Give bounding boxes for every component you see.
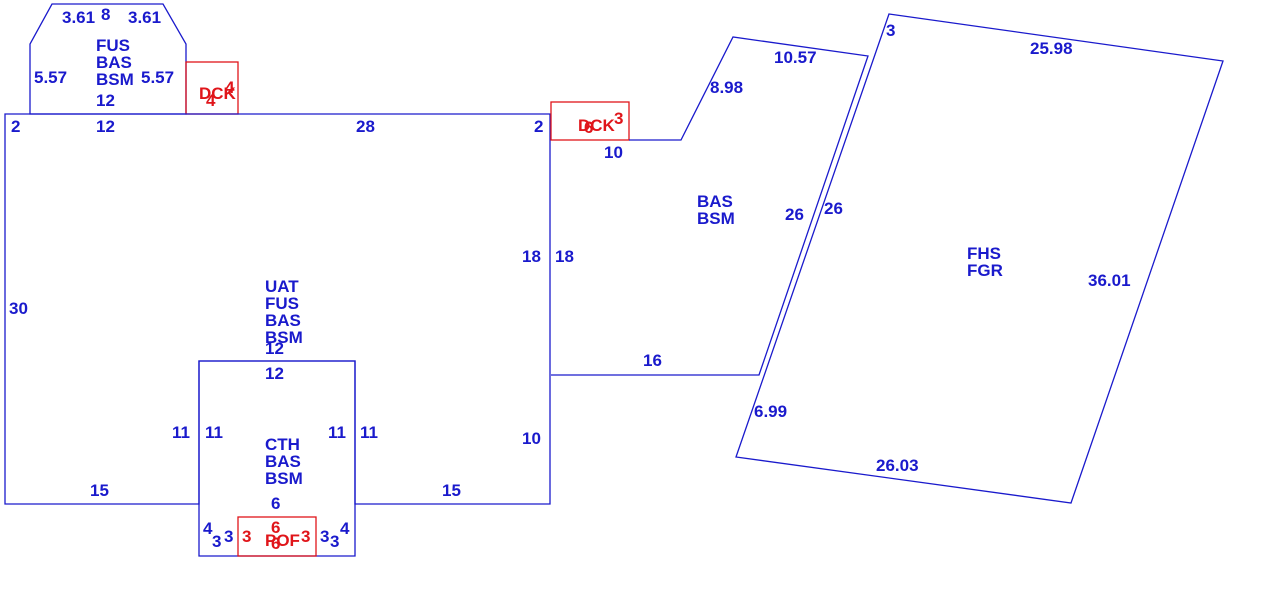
upper-fus-code-3: BSM: [96, 70, 134, 89]
main-code-2: FUS: [265, 294, 299, 313]
cathedral-dim-bottom: 6: [271, 494, 280, 513]
east-wing-dim-left: 18: [555, 247, 574, 266]
porch-dim-top: 6: [271, 518, 280, 537]
deck-top-code: DCK: [199, 84, 237, 103]
upper-fus-dim-top-right-slope: 3.61: [128, 8, 161, 27]
garage-code-2: FGR: [967, 261, 1003, 280]
east-wing-dim-top-slope: 8.98: [710, 78, 743, 97]
east-wing-dim-top: 10.57: [774, 48, 817, 67]
cathedral-dim-left-in: 11: [205, 423, 223, 442]
upper-fus-code-1: FUS: [96, 36, 130, 55]
deck-top-dim-b: 4: [206, 91, 216, 110]
east-wing-dim-right: 26: [785, 205, 804, 224]
garage-dim-top: 25.98: [1030, 39, 1073, 58]
main-code-4: BSM: [265, 328, 303, 347]
porch-dim-bottom: 6: [271, 534, 280, 553]
cathedral-dim-step-right-a: 3: [320, 527, 329, 546]
garage-outline: [735, 13, 1224, 504]
main-dim-right-lower: 10: [522, 429, 541, 448]
cathedral-dim-right-in: 11: [328, 423, 346, 442]
deck-right-code: DCK: [578, 116, 616, 135]
main-dim-left: 30: [9, 299, 28, 318]
upper-fus-dim-right: 5.57: [141, 68, 174, 87]
east-wing-code-1: BAS: [697, 192, 733, 211]
cathedral-code-2: BAS: [265, 452, 301, 471]
main-dim-right: 18: [522, 247, 541, 266]
cathedral-code-3: BSM: [265, 469, 303, 488]
garage-dim-bottom: 26.03: [876, 456, 919, 475]
main-dim-notch-top: 12: [265, 339, 284, 358]
upper-fus-dim-top-left-slope: 3.61: [62, 8, 95, 27]
garage-dim-right: 36.01: [1088, 271, 1131, 290]
east-wing-code-2: BSM: [697, 209, 735, 228]
main-dim-bottom-right: 15: [442, 481, 461, 500]
cathedral-dim-right-out: 11: [360, 423, 378, 442]
porch-code: POF: [265, 531, 300, 550]
porch-outline: [237, 516, 317, 557]
main-dim-top-right: 2: [534, 117, 543, 136]
cathedral-dim-step-left-a: 4: [203, 519, 213, 538]
upper-fus-code-2: BAS: [96, 53, 132, 72]
garage-dim-top-short: 3: [886, 21, 895, 40]
deck-right-outline: [550, 101, 630, 141]
main-dim-top-left: 2: [11, 117, 20, 136]
cathedral-dim-step-left-b: 3: [212, 532, 221, 551]
cathedral-dim-step-right-b: 3: [330, 532, 339, 551]
main-code-1: UAT: [265, 277, 299, 296]
main-dim-top: 28: [356, 117, 375, 136]
porch-dim-left: 3: [242, 527, 251, 546]
upper-fus-dim-bottom: 12: [96, 91, 115, 110]
main-dim-bottom-left: 15: [90, 481, 109, 500]
main-dim-top-mid: 12: [96, 117, 115, 136]
main-code-3: BAS: [265, 311, 301, 330]
cathedral-code-1: CTH: [265, 435, 300, 454]
deck-right-dim-a: 6: [584, 118, 593, 137]
cathedral-dim-step-right-c: 4: [340, 519, 350, 538]
upper-fus-dim-left: 5.57: [34, 68, 67, 87]
garage-dim-left: 26: [824, 199, 843, 218]
cathedral-outline: [198, 360, 356, 557]
east-wing-dim-bottom: 16: [643, 351, 662, 370]
cathedral-dim-left-out: 11: [172, 423, 190, 442]
deck-right-dim-bottom: 10: [604, 143, 623, 162]
garage-code-1: FHS: [967, 244, 1001, 263]
porch-dim-right: 3: [301, 527, 310, 546]
garage-dim-left-lower: 6.99: [754, 402, 787, 421]
east-wing-outline: [551, 36, 869, 376]
cathedral-dim-top: 12: [265, 364, 284, 383]
cathedral-dim-step-left-c: 3: [224, 527, 233, 546]
deck-right-dim-b: 3: [614, 109, 623, 128]
deck-top-dim-a: 4: [225, 78, 235, 97]
upper-fus-dim-top: 8: [101, 5, 110, 24]
